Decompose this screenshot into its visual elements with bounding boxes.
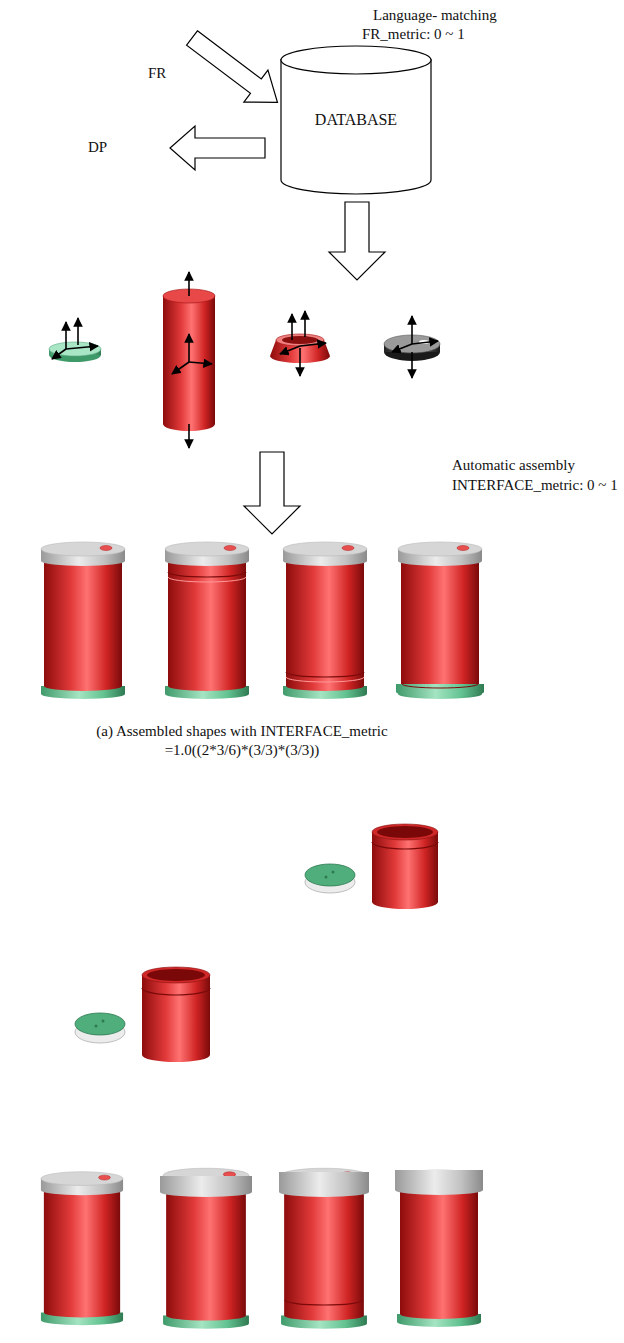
- annotation-label: INTERFACE_metric: 0 ~ 1: [452, 476, 618, 494]
- assembled-can: [41, 1172, 123, 1326]
- assembled-can: [165, 542, 249, 699]
- down-arrow: [329, 202, 385, 280]
- red-ring-part: [270, 311, 330, 376]
- database-cylinder: DATABASE: [280, 45, 432, 195]
- exploded-body: [142, 967, 210, 1062]
- annotation-label: Language- matching: [373, 6, 497, 24]
- figure-caption: (a) Assembled shapes with INTERFACE_metr…: [72, 722, 412, 760]
- annotation-label: DP: [88, 138, 107, 156]
- annotation-label: FR: [148, 64, 166, 82]
- assembled-can: [279, 1168, 369, 1328]
- input-arrow: [180, 22, 290, 118]
- assembled-can: [396, 542, 484, 699]
- assembled-can: [160, 1168, 252, 1328]
- exploded-lid: [305, 864, 355, 893]
- exploded-lid: [75, 1013, 125, 1043]
- dark-disc-part: [384, 316, 440, 378]
- exploded-body: [372, 824, 438, 909]
- red-cylinder-part: [163, 272, 215, 448]
- output-arrow: [170, 126, 265, 170]
- down-arrow: [244, 452, 300, 534]
- node-text: DATABASE: [315, 111, 397, 129]
- assembled-can: [41, 542, 125, 699]
- assembled-can: [283, 542, 367, 699]
- assembled-can: [395, 1170, 483, 1327]
- annotation-label: Automatic assembly: [452, 456, 575, 474]
- green-disc-part: [49, 318, 101, 362]
- annotation-label: FR_metric: 0 ~ 1: [362, 25, 465, 43]
